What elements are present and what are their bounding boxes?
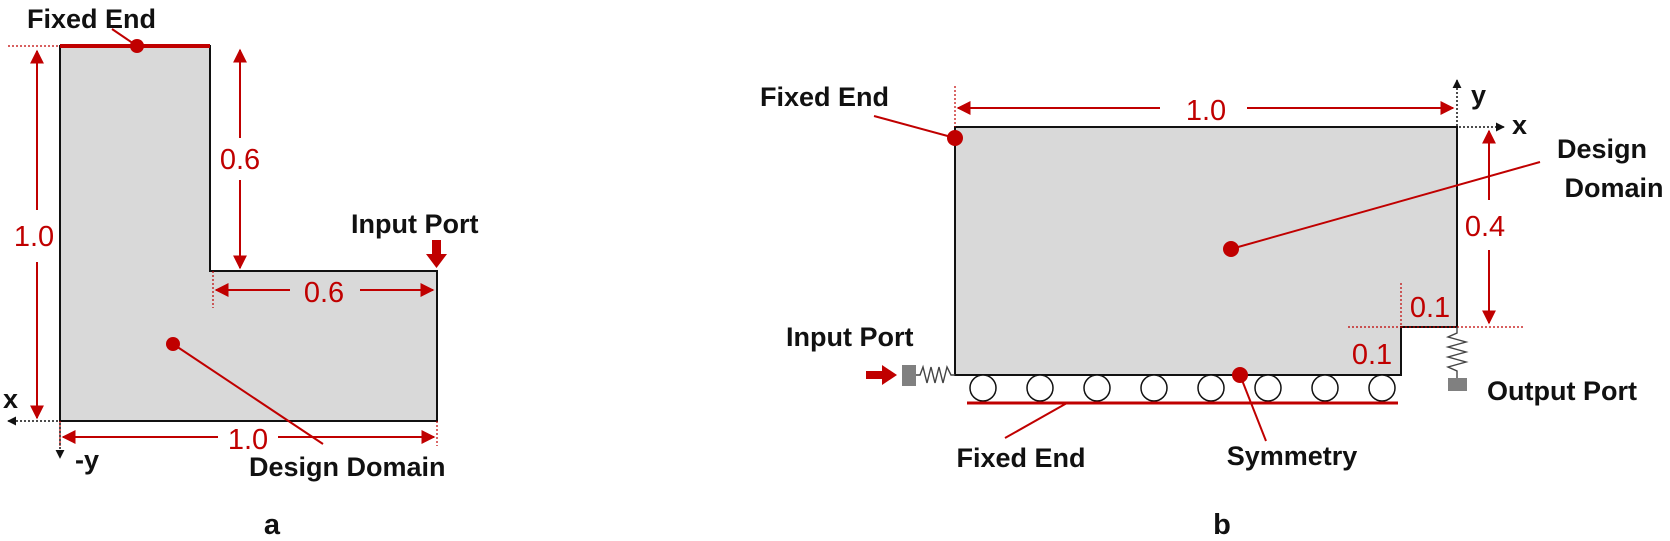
caption-b: b bbox=[1213, 509, 1231, 541]
fixed-end-top-leader-b bbox=[873, 115, 956, 139]
fixed-end-top-label-b: Fixed End bbox=[760, 82, 889, 112]
dim-width-label-a: 1.0 bbox=[228, 424, 268, 456]
dim-height-label-a: 1.0 bbox=[14, 221, 54, 253]
fixed-end-top-dot-b bbox=[947, 130, 963, 146]
design-domain-leader-a bbox=[172, 343, 324, 445]
dim-height-label-b: 0.4 bbox=[1465, 211, 1505, 243]
roller bbox=[969, 374, 997, 402]
roller bbox=[1083, 374, 1111, 402]
axis-neg-y-label-a: -y bbox=[75, 445, 99, 475]
roller bbox=[1311, 374, 1339, 402]
design-domain-label-b-line1: Design bbox=[1557, 134, 1647, 164]
dim-width-label-b: 1.0 bbox=[1186, 95, 1226, 127]
design-domain-label-b-line2: Domain bbox=[1564, 173, 1663, 203]
input-port-spring bbox=[916, 364, 955, 384]
output-port-label-b: Output Port bbox=[1487, 376, 1637, 406]
panel-b: 1.0 Fixed End y x Design Domain 0.4 0.1 … bbox=[760, 79, 1664, 541]
roller bbox=[1368, 374, 1396, 402]
fixed-end-label-a: Fixed End bbox=[27, 4, 156, 34]
axis-y-label-b: y bbox=[1471, 80, 1486, 110]
panel-a: Fixed End 1.0 0.6 0.6 Input Port Design … bbox=[3, 4, 478, 541]
input-port-label-b: Input Port bbox=[786, 322, 913, 352]
axis-x-label-a: x bbox=[3, 384, 18, 414]
fixed-end-bottom-label-b: Fixed End bbox=[956, 443, 1085, 473]
design-domain-label-a: Design Domain bbox=[249, 452, 446, 482]
rect-domain-b bbox=[954, 126, 1458, 376]
symmetry-label: Symmetry bbox=[1227, 441, 1358, 471]
roller bbox=[1197, 374, 1225, 402]
fixed-end-leader-a bbox=[111, 28, 138, 47]
roller-supports bbox=[969, 374, 1396, 402]
input-port-block bbox=[902, 365, 916, 386]
dim-step-w-label: 0.1 bbox=[1410, 292, 1450, 324]
input-port-arrow-a bbox=[426, 240, 447, 268]
caption-a: a bbox=[264, 509, 281, 541]
dim-step-h-label: 0.1 bbox=[1352, 339, 1392, 371]
dim-arm-label: 0.6 bbox=[304, 277, 344, 309]
roller bbox=[1140, 374, 1168, 402]
input-port-label-a: Input Port bbox=[351, 209, 478, 239]
dim-upper-label: 0.6 bbox=[220, 144, 260, 176]
roller bbox=[1026, 374, 1054, 402]
output-port-spring bbox=[1445, 327, 1469, 378]
input-port-arrow-b bbox=[866, 365, 897, 385]
axis-x-label-b: x bbox=[1512, 110, 1527, 140]
fixed-end-bottom-leader bbox=[1004, 402, 1068, 439]
output-port-block bbox=[1448, 378, 1467, 391]
roller bbox=[1254, 374, 1282, 402]
symmetry-leader bbox=[1239, 374, 1267, 442]
